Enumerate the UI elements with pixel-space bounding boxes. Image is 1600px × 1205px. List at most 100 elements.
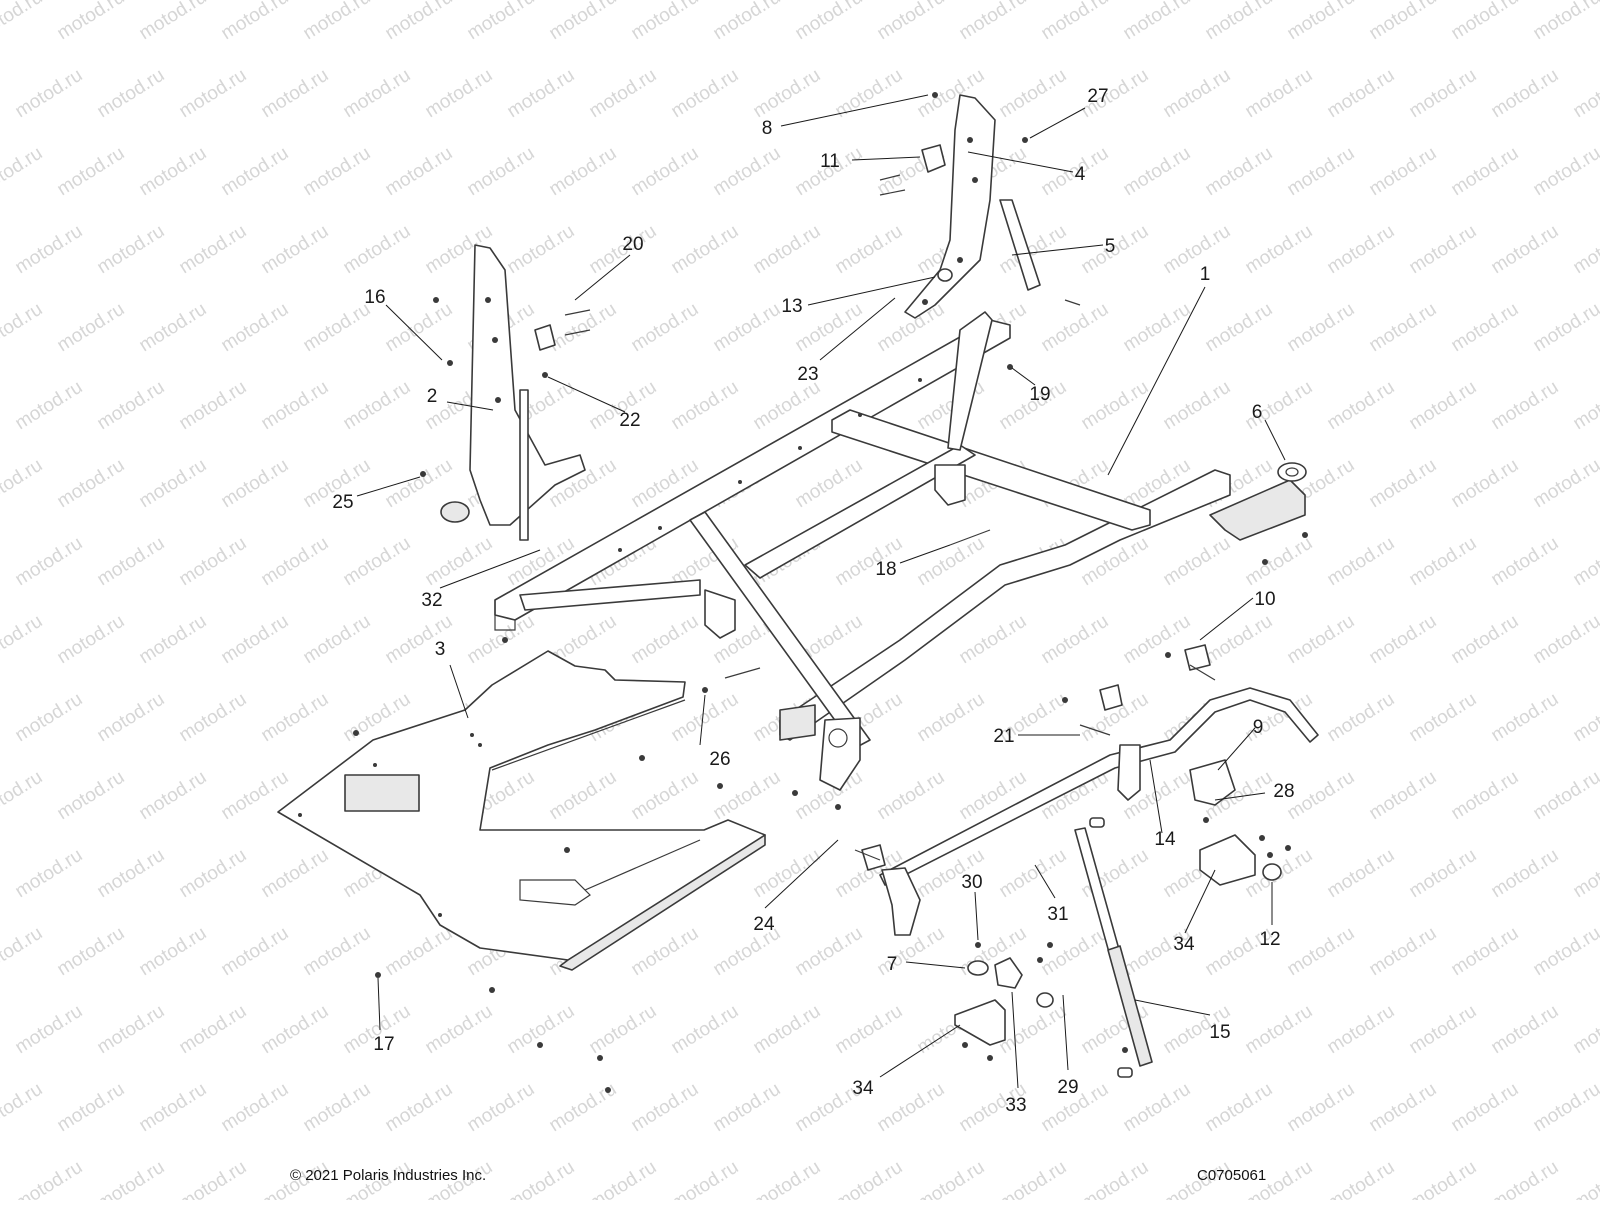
watermark-text: motod.ru xyxy=(1366,455,1441,513)
watermark-text: motod.ru xyxy=(12,221,87,279)
watermark-text: motod.ru xyxy=(12,1157,87,1200)
watermark-text: motod.ru xyxy=(258,65,333,123)
callout-19: 19 xyxy=(1029,384,1050,405)
watermark-text: motod.ru xyxy=(546,143,621,201)
watermark-text: motod.ru xyxy=(1530,767,1600,825)
watermark-text: motod.ru xyxy=(54,767,129,825)
watermark-text: motod.ru xyxy=(258,221,333,279)
part-1-frame xyxy=(494,311,1306,791)
watermark-text: motod.ru xyxy=(668,377,743,435)
watermark-text: motod.ru xyxy=(1570,1001,1600,1059)
drawing-number: C0705061 xyxy=(1197,1167,1267,1184)
watermark-text: motod.ru xyxy=(94,65,169,123)
watermark-text: motod.ru xyxy=(586,1001,661,1059)
watermark-text: motod.ru xyxy=(136,299,211,357)
watermark-text: motod.ru xyxy=(1284,1079,1359,1137)
watermark-text: motod.ru xyxy=(1406,1157,1481,1200)
watermark-text: motod.ru xyxy=(0,611,46,669)
leader-7 xyxy=(905,961,966,969)
watermark-text: motod.ru xyxy=(832,221,907,279)
callout-26: 26 xyxy=(709,749,730,770)
watermark-text: motod.ru xyxy=(382,299,457,357)
watermark-text: motod.ru xyxy=(1284,767,1359,825)
watermark-text: motod.ru xyxy=(340,377,415,435)
callout-9: 9 xyxy=(1253,717,1264,738)
leader-11 xyxy=(851,156,921,161)
watermark-text: motod.ru xyxy=(792,923,867,981)
callout-14: 14 xyxy=(1154,829,1176,850)
callout-10: 10 xyxy=(1254,589,1275,610)
watermark-text: motod.ru xyxy=(1202,143,1277,201)
watermark-text: motod.ru xyxy=(12,689,87,747)
watermark-text: motod.ru xyxy=(54,455,129,513)
watermark-text: motod.ru xyxy=(0,0,46,44)
watermark-text: motod.ru xyxy=(1324,533,1399,591)
watermark-text: motod.ru xyxy=(422,533,497,591)
watermark-text: motod.ru xyxy=(340,65,415,123)
leader-28 xyxy=(1214,792,1266,801)
watermark-text: motod.ru xyxy=(1242,65,1317,123)
watermark-text: motod.ru xyxy=(996,1001,1071,1059)
leader-3 xyxy=(449,664,469,719)
leader-33 xyxy=(1011,991,1019,1089)
watermark-text: motod.ru xyxy=(464,0,539,44)
watermark-text: motod.ru xyxy=(12,1001,87,1059)
leader-26 xyxy=(699,694,706,746)
watermark-text: motod.ru xyxy=(136,611,211,669)
watermark-text: motod.ru xyxy=(1570,689,1600,747)
watermark-text: motod.ru xyxy=(176,1001,251,1059)
watermark-text: motod.ru xyxy=(750,1157,825,1200)
watermark-text: motod.ru xyxy=(710,0,785,44)
watermark-text: motod.ru xyxy=(0,299,46,357)
part-15-gas-strut xyxy=(1074,817,1153,1078)
watermark-text: motod.ru xyxy=(1324,65,1399,123)
leader-31 xyxy=(1034,864,1056,899)
callout-5: 5 xyxy=(1105,236,1116,257)
callout-labels: 1234567891011121314151617181920212223242… xyxy=(332,86,1294,1116)
watermark-text: motod.ru xyxy=(340,533,415,591)
watermark-text: motod.ru xyxy=(218,455,293,513)
watermark-text: motod.ru xyxy=(1488,845,1563,903)
watermark-text: motod.ru xyxy=(1570,221,1600,279)
watermark-text: motod.ru xyxy=(710,143,785,201)
callout-34a: 34 xyxy=(1173,934,1195,955)
leader-8 xyxy=(780,94,929,127)
watermark-text: motod.ru xyxy=(996,65,1071,123)
watermark-text: motod.ru xyxy=(1488,1001,1563,1059)
leader-5 xyxy=(1011,244,1104,256)
watermark-text: motod.ru xyxy=(300,611,375,669)
watermark-text: motod.ru xyxy=(1242,221,1317,279)
watermark-text: motod.ru xyxy=(1570,65,1600,123)
watermark-text: motod.ru xyxy=(1530,455,1600,513)
watermark-text: motod.ru xyxy=(382,0,457,44)
watermark-text: motod.ru xyxy=(1120,299,1195,357)
watermark-text: motod.ru xyxy=(1448,0,1523,44)
watermark-text: motod.ru xyxy=(1530,0,1600,44)
leader-32 xyxy=(439,549,541,589)
watermark-text: motod.ru xyxy=(300,923,375,981)
leader-1 xyxy=(1107,286,1206,476)
watermark-text: motod.ru xyxy=(1366,1079,1441,1137)
watermark-text: motod.ru xyxy=(1324,689,1399,747)
copyright-notice: © 2021 Polaris Industries Inc. xyxy=(290,1167,487,1184)
watermark-text: motod.ru xyxy=(996,1157,1071,1200)
watermark-text: motod.ru xyxy=(1366,611,1441,669)
watermark-text: motod.ru xyxy=(1488,65,1563,123)
watermark-text: motod.ru xyxy=(1038,0,1113,44)
watermark-text: motod.ru xyxy=(54,143,129,201)
watermark-text: motod.ru xyxy=(136,1079,211,1137)
watermark-text: motod.ru xyxy=(1530,611,1600,669)
watermark-text: motod.ru xyxy=(12,377,87,435)
watermark-text: motod.ru xyxy=(1448,1079,1523,1137)
watermark-text: motod.ru xyxy=(1160,221,1235,279)
callout-18: 18 xyxy=(875,559,896,580)
watermark-text: motod.ru xyxy=(382,143,457,201)
watermark-text: motod.ru xyxy=(1406,377,1481,435)
leader-lines xyxy=(356,94,1286,1089)
watermark-text: motod.ru xyxy=(1448,299,1523,357)
watermark-text: motod.ru xyxy=(1120,1079,1195,1137)
watermark-text: motod.ru xyxy=(1038,299,1113,357)
watermark-text: motod.ru xyxy=(382,1079,457,1137)
watermark-text: motod.ru xyxy=(94,689,169,747)
